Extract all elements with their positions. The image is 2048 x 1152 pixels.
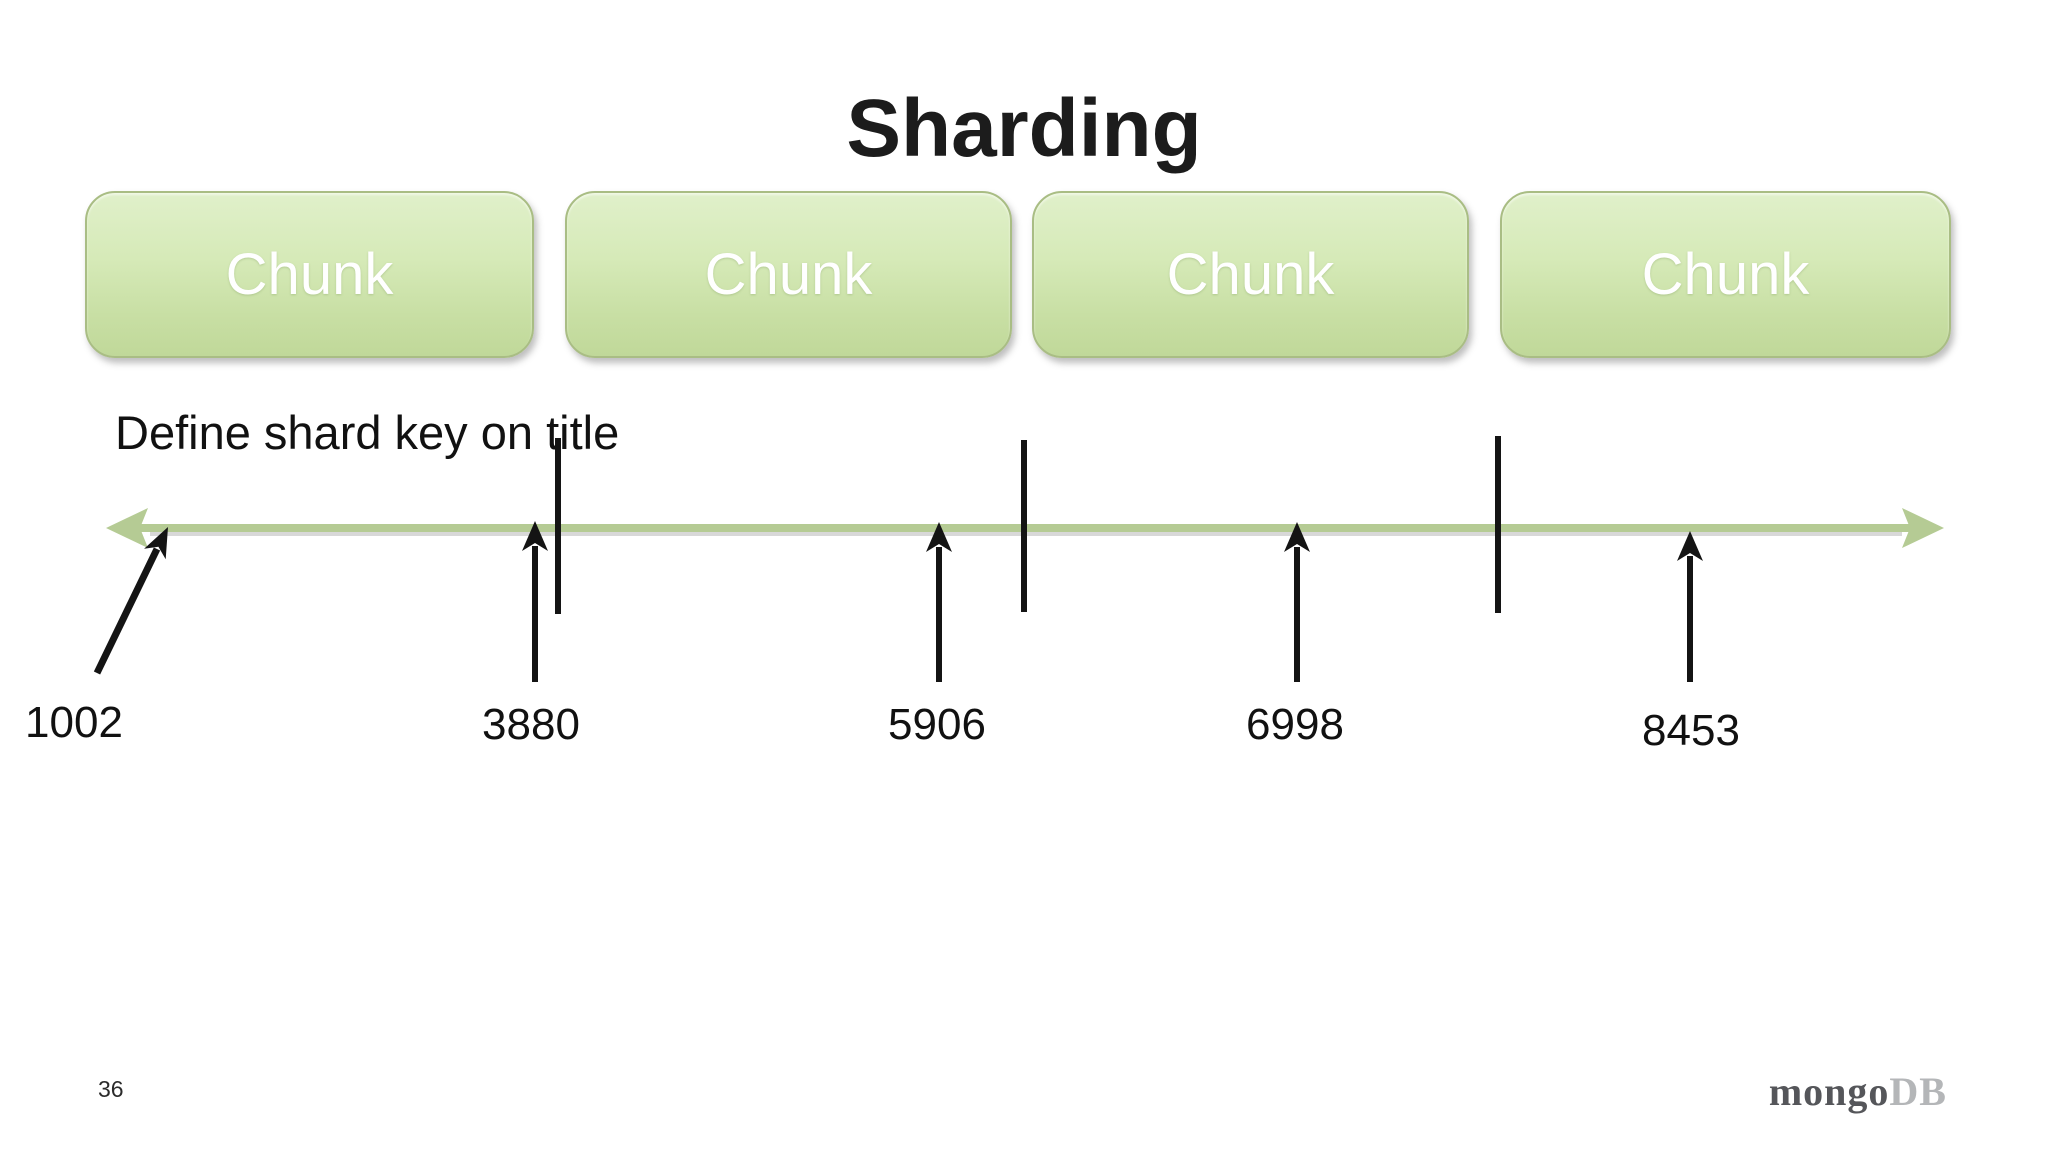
- shard-key-value: 6998: [1246, 700, 1344, 749]
- value-pointer-arrow-1002: [93, 527, 168, 675]
- mongodb-logo-secondary: DB: [1889, 1069, 1947, 1114]
- chunk-box-1: Chunk: [85, 191, 534, 358]
- axis-arrowhead-right-icon: [1902, 508, 1944, 548]
- mongodb-logo-primary: mongo: [1768, 1069, 1890, 1114]
- chunk-label: Chunk: [1166, 242, 1335, 307]
- slide-title: Sharding: [846, 83, 1202, 174]
- page-number: 36: [98, 1076, 124, 1102]
- value-pointer-arrow-3880: [522, 521, 548, 682]
- value-pointer-arrow-6998: [1284, 522, 1310, 682]
- shard-key-caption: Define shard key on title: [115, 406, 620, 459]
- value-pointer-arrow-5906: [926, 522, 952, 682]
- value-pointer-arrow-8453: [1677, 531, 1703, 682]
- chunk-label: Chunk: [1641, 242, 1810, 307]
- axis-arrowhead-left-icon: [106, 508, 148, 548]
- chunk-label: Chunk: [704, 242, 873, 307]
- shard-key-value: 1002: [25, 698, 123, 747]
- chunk-box-2: Chunk: [565, 191, 1012, 358]
- shard-key-value: 8453: [1642, 706, 1740, 755]
- chunk-label: Chunk: [225, 242, 394, 307]
- chunk-box-4: Chunk: [1500, 191, 1951, 358]
- mongodb-logo: mongoDB: [1769, 1068, 1947, 1115]
- chunk-box-3: Chunk: [1032, 191, 1469, 358]
- shard-key-value: 3880: [482, 700, 580, 749]
- shard-key-value: 5906: [888, 700, 986, 749]
